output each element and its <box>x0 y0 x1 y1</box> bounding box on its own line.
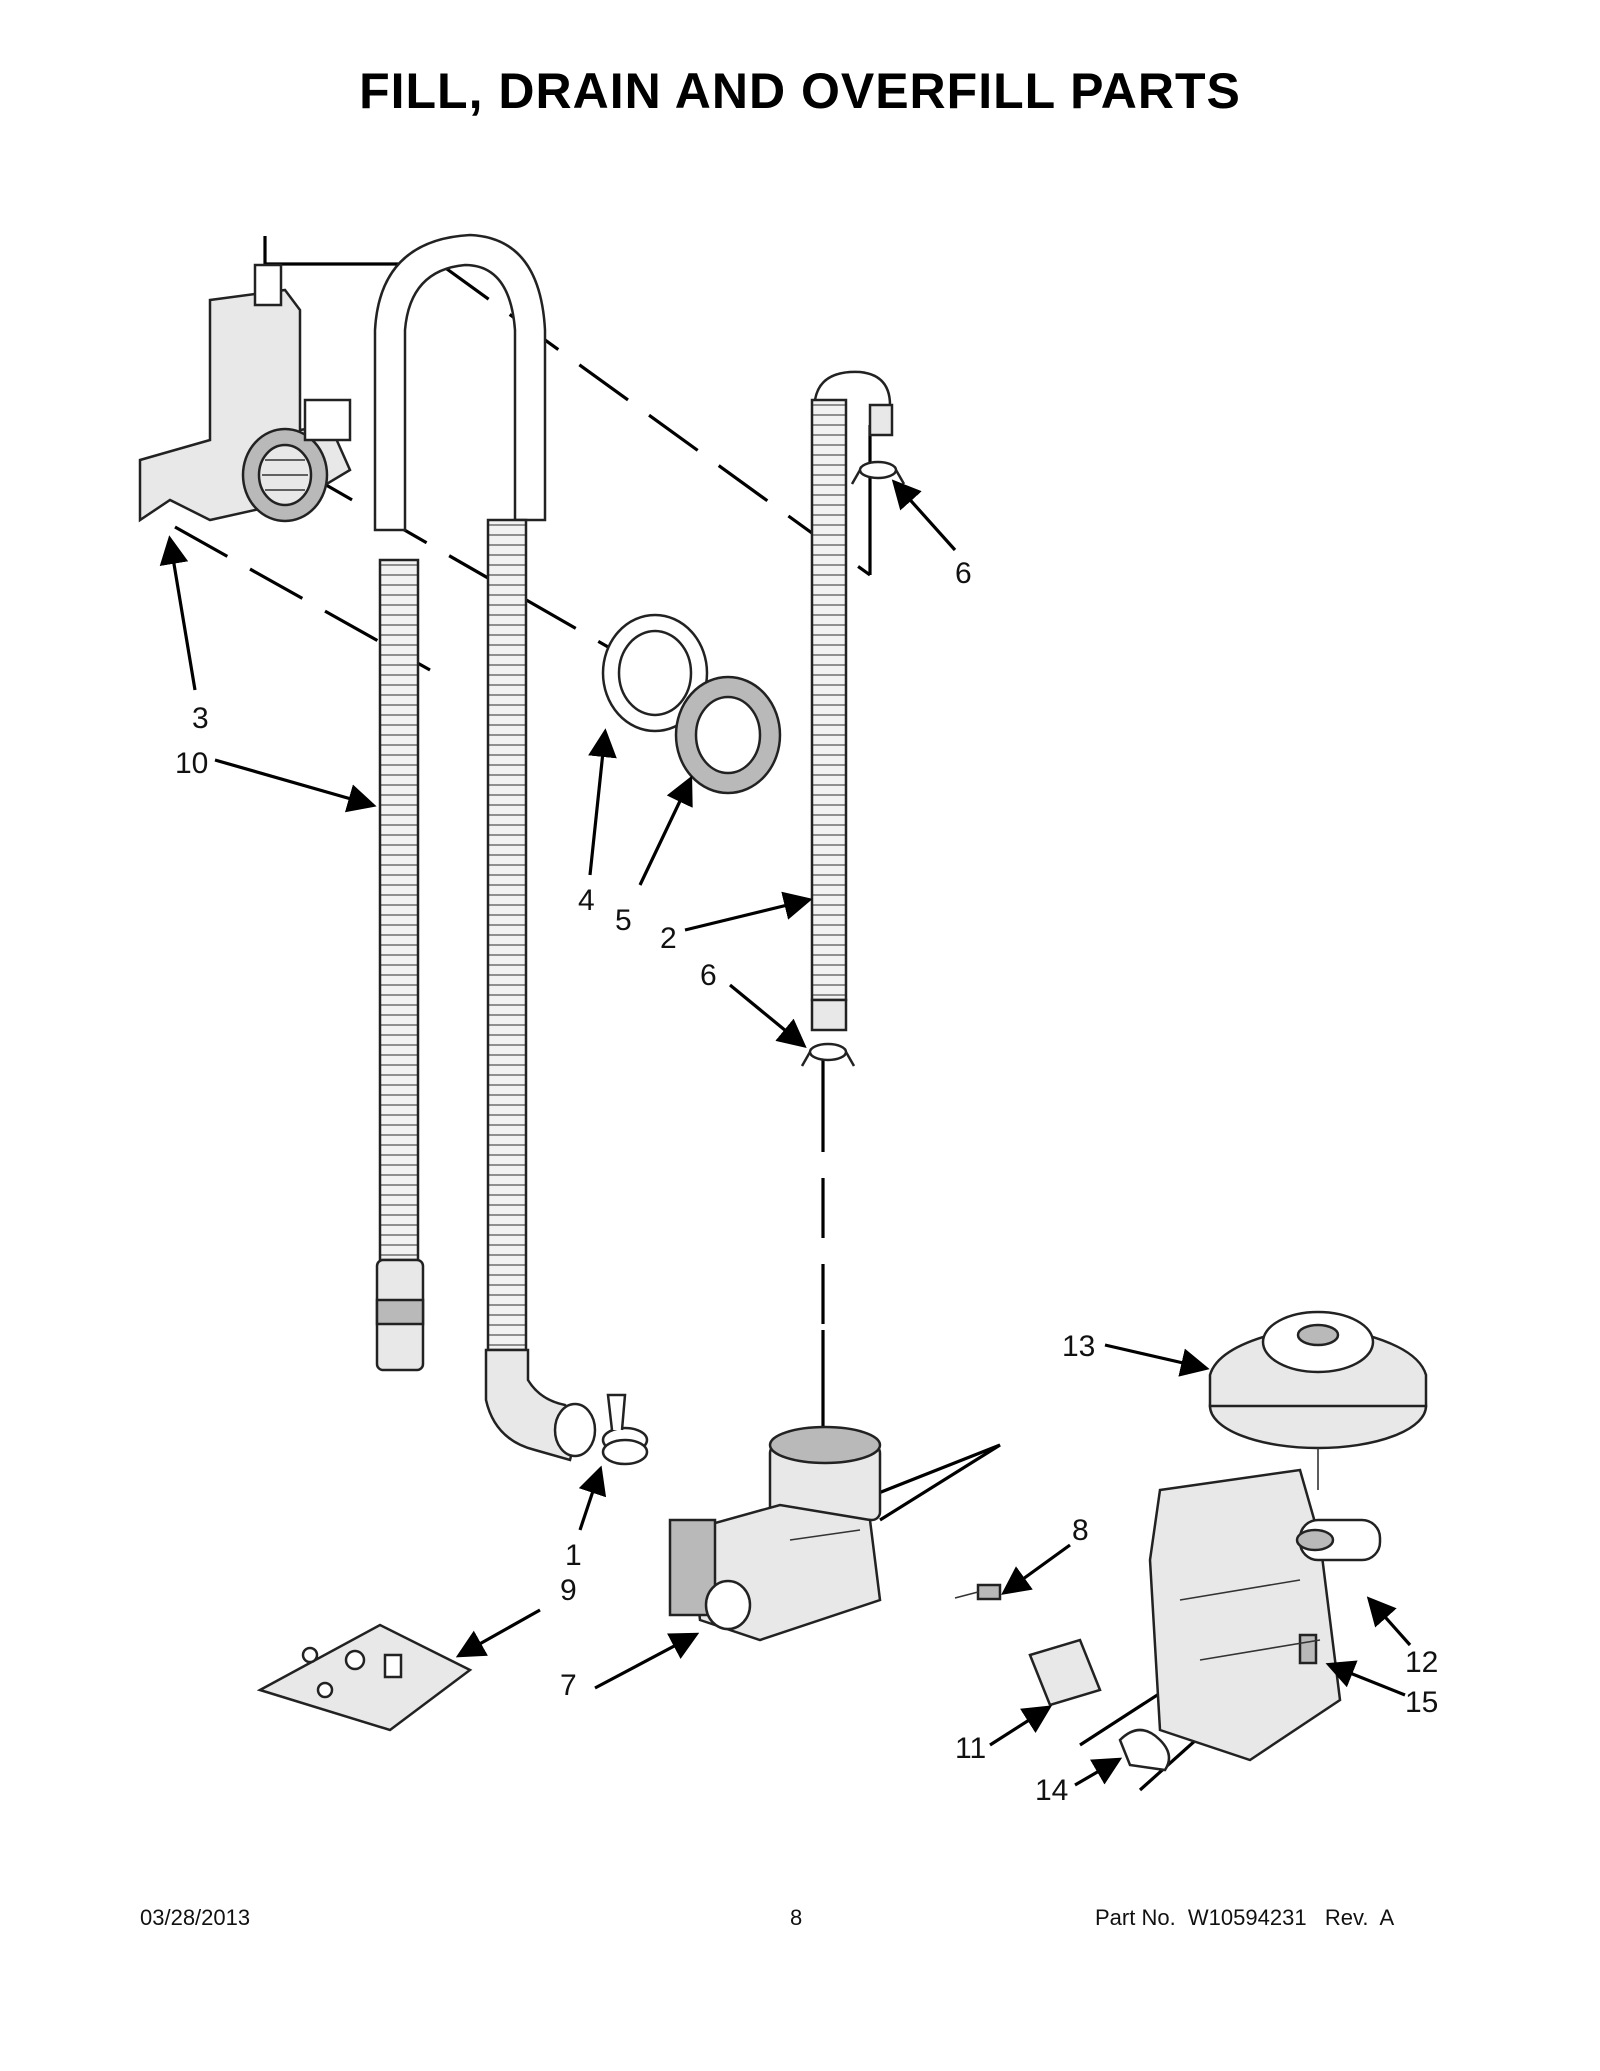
part-hardware-bag <box>256 1623 473 1732</box>
callout-13: 13 <box>1062 1330 1095 1363</box>
callout-5: 5 <box>615 904 632 937</box>
part-float <box>1208 1310 1428 1490</box>
callout-15: 15 <box>1405 1686 1438 1719</box>
callout-7: 7 <box>560 1669 577 1702</box>
footer-page-number: 8 <box>790 1905 803 1930</box>
footer-part-number: Part No. W10594231 Rev. A <box>1095 1905 1395 1930</box>
callout-10: 10 <box>175 747 208 780</box>
callout-arrows <box>159 479 1412 1787</box>
callout-1: 1 <box>565 1539 582 1572</box>
part-screw <box>954 1583 1002 1601</box>
part-drain-hose <box>373 233 597 1462</box>
callout-9: 9 <box>560 1574 577 1607</box>
part-gasket-and-nut <box>601 613 782 795</box>
footer-date: 03/28/2013 <box>140 1905 251 1930</box>
callout-labels: 3 10 4 5 2 6 6 13 1 8 9 7 12 15 11 14 <box>175 557 1438 1807</box>
callout-8: 8 <box>1072 1514 1089 1547</box>
callout-6-lower: 6 <box>700 959 717 992</box>
part-fill-hose <box>810 370 894 1032</box>
page-title: FILL, DRAIN AND OVERFILL PARTS <box>359 63 1241 119</box>
part-inlet-valve <box>668 1425 882 1642</box>
part-float-switch-bracket <box>1148 1468 1382 1762</box>
callout-11: 11 <box>955 1732 986 1765</box>
callout-2: 2 <box>660 922 677 955</box>
callout-4: 4 <box>578 884 595 917</box>
callout-6-upper: 6 <box>955 557 972 590</box>
callout-3: 3 <box>192 702 209 735</box>
callout-14: 14 <box>1035 1774 1068 1807</box>
part-air-gap-housing <box>138 263 352 523</box>
part-micro-switch <box>1028 1638 1102 1707</box>
callout-12: 12 <box>1405 1646 1438 1679</box>
part-clamp <box>601 1393 649 1466</box>
part-lever <box>1118 1728 1171 1772</box>
